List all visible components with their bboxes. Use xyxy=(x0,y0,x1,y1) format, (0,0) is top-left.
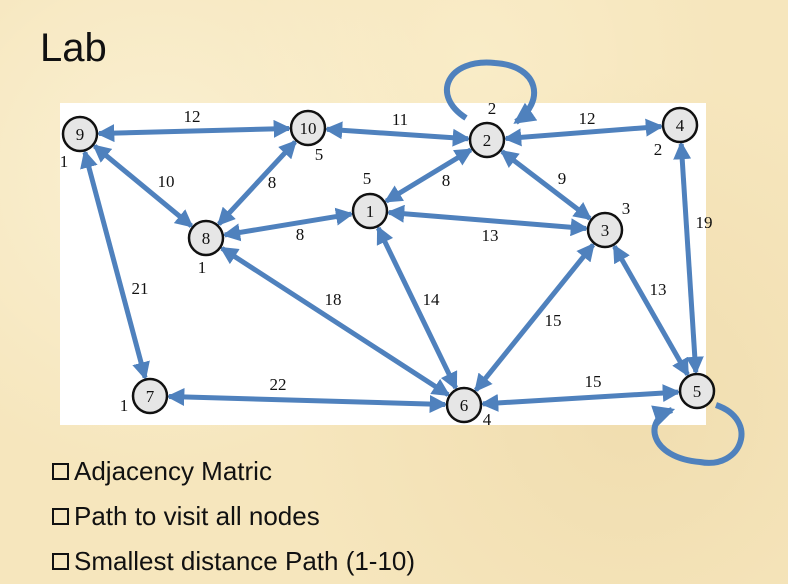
node-circle xyxy=(678,372,716,410)
self-loop-node-5 xyxy=(651,402,745,466)
node-side-label: 4 xyxy=(483,410,492,429)
node-1: 15 xyxy=(351,169,389,230)
edge-5-6 xyxy=(480,384,681,412)
node-circle xyxy=(586,211,624,249)
node-5: 5 xyxy=(678,372,716,410)
node-circle xyxy=(661,106,699,144)
edge-weight-label: 15 xyxy=(545,311,562,330)
node-id-label: 5 xyxy=(693,382,702,401)
node-side-label: 1 xyxy=(120,396,129,415)
self-loop-node-2 xyxy=(444,59,538,125)
checkbox-icon xyxy=(52,508,69,525)
edge-10-8 xyxy=(217,139,297,227)
edge-8-6 xyxy=(219,246,451,397)
task-item-path: Path to visit all nodes xyxy=(52,493,415,538)
checkbox-icon xyxy=(52,463,69,480)
node-id-label: 8 xyxy=(202,229,211,248)
node-id-label: 3 xyxy=(601,221,610,240)
node-side-label: 3 xyxy=(622,199,631,218)
edge-weight-label: 8 xyxy=(296,225,305,244)
node-7: 71 xyxy=(120,377,169,415)
edge-9-8 xyxy=(92,144,194,228)
edge-weight-label: 10 xyxy=(158,172,175,191)
node-2: 22 xyxy=(468,99,506,159)
checkbox-icon xyxy=(52,553,69,570)
edge-weight-label: 8 xyxy=(268,173,277,192)
edge-weight-label: 22 xyxy=(270,375,287,394)
node-id-label: 4 xyxy=(676,116,685,135)
node-9: 91 xyxy=(60,115,99,171)
edge-9-7 xyxy=(80,149,150,381)
edge-weight-label: 9 xyxy=(558,169,567,188)
node-10: 105 xyxy=(289,109,327,164)
edge-1-3 xyxy=(386,204,589,237)
node-circle xyxy=(289,109,327,147)
node-side-label: 1 xyxy=(198,258,207,277)
node-circle xyxy=(351,192,389,230)
node-8: 81 xyxy=(187,219,225,277)
node-side-label: 2 xyxy=(488,99,497,118)
node-circle xyxy=(468,121,506,159)
edge-4-5 xyxy=(673,141,704,375)
task-label: Smallest distance Path (1-10) xyxy=(74,545,416,576)
edge-weight-label: 15 xyxy=(585,372,602,391)
node-6: 64 xyxy=(445,386,492,429)
edge-3-5 xyxy=(612,244,690,377)
edge-3-6 xyxy=(473,242,596,393)
edge-2-4 xyxy=(503,118,664,147)
node-side-label: 5 xyxy=(363,169,372,188)
task-list: Adjacency Matric Path to visit all nodes… xyxy=(52,448,415,583)
edge-weight-label: 21 xyxy=(132,279,149,298)
node-side-label: 2 xyxy=(654,140,663,159)
node-side-label: 5 xyxy=(315,145,324,164)
node-id-label: 1 xyxy=(366,202,375,221)
edge-weight-label: 18 xyxy=(325,290,342,309)
node-circle xyxy=(187,219,225,257)
node-id-label: 10 xyxy=(300,119,317,138)
node-id-label: 7 xyxy=(146,387,155,406)
task-label: Adjacency Matric xyxy=(74,455,272,486)
edge-2-3 xyxy=(499,149,593,221)
edge-weight-label: 13 xyxy=(650,280,667,299)
task-item-shortest: Smallest distance Path (1-10) xyxy=(52,538,415,583)
node-id-label: 9 xyxy=(76,125,85,144)
edge-weight-label: 12 xyxy=(184,107,201,126)
node-circle xyxy=(445,386,483,424)
edge-weight-label: 19 xyxy=(696,213,713,232)
edge-weight-label: 13 xyxy=(482,226,499,245)
edge-7-6 xyxy=(166,387,448,414)
edge-10-2 xyxy=(324,121,471,147)
edge-1-6 xyxy=(376,225,458,391)
slide-title: Lab xyxy=(40,26,107,70)
node-side-label: 1 xyxy=(60,152,69,171)
task-item-adjacency: Adjacency Matric xyxy=(52,448,415,493)
node-4: 42 xyxy=(654,106,699,159)
edge-weight-label: 12 xyxy=(579,109,596,128)
node-3: 33 xyxy=(586,199,631,249)
edge-9-10 xyxy=(96,119,292,143)
node-circle xyxy=(61,115,99,153)
node-circle xyxy=(131,377,169,415)
node-id-label: 2 xyxy=(483,131,492,150)
edge-2-1 xyxy=(383,147,474,204)
edge-weight-label: 11 xyxy=(392,110,408,129)
edge-weight-label: 14 xyxy=(423,290,441,309)
node-id-label: 6 xyxy=(460,396,469,415)
edge-weight-label: 8 xyxy=(442,171,451,190)
task-label: Path to visit all nodes xyxy=(74,500,320,531)
edge-8-1 xyxy=(222,207,354,242)
